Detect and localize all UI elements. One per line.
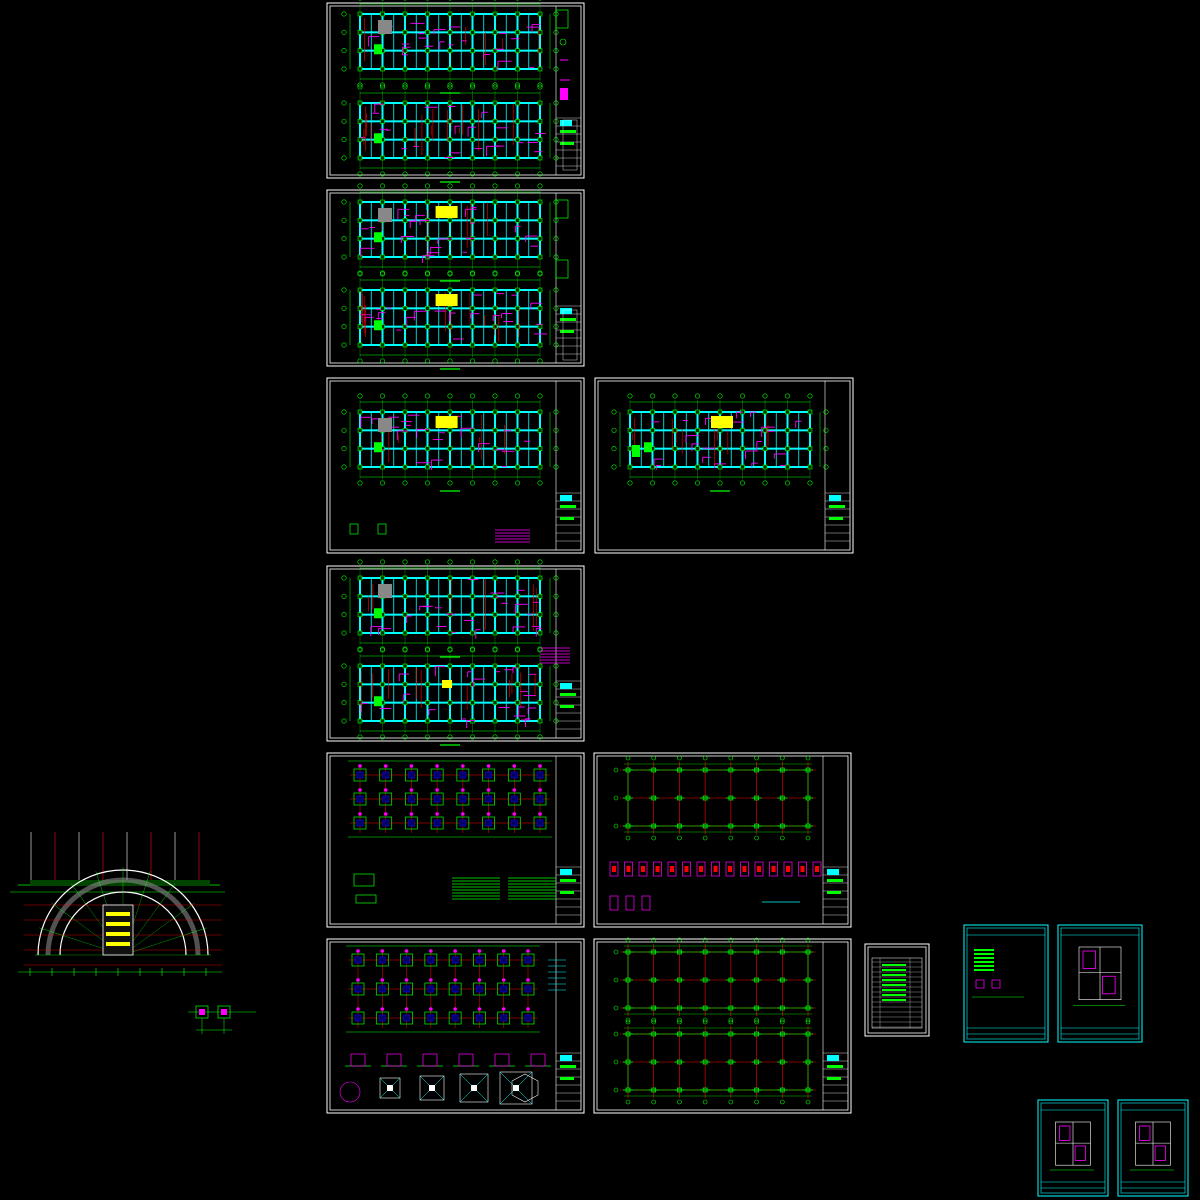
arc-stair-plan[interactable] bbox=[10, 832, 225, 976]
sheet-floor-3[interactable] bbox=[326, 377, 585, 554]
sheet-foundation[interactable] bbox=[326, 752, 585, 928]
sheet-pile-details[interactable] bbox=[326, 938, 585, 1114]
small-node-detail[interactable] bbox=[188, 1005, 256, 1034]
sheet-drawing-index[interactable] bbox=[864, 943, 930, 1037]
sheet-floor-4[interactable] bbox=[326, 559, 585, 746]
sheet-small-d[interactable] bbox=[1117, 1099, 1189, 1197]
sheet-floor-1[interactable] bbox=[326, 0, 585, 183]
sheet-small-c[interactable] bbox=[1037, 1099, 1109, 1197]
sheet-small-b[interactable] bbox=[1057, 924, 1143, 1043]
sheet-roof[interactable] bbox=[594, 377, 854, 554]
sheet-small-a[interactable] bbox=[963, 924, 1049, 1043]
sheet-column-layout[interactable] bbox=[593, 752, 852, 928]
sheet-beam-grid-pair[interactable] bbox=[593, 937, 852, 1114]
sheet-floor-2[interactable] bbox=[326, 183, 585, 370]
